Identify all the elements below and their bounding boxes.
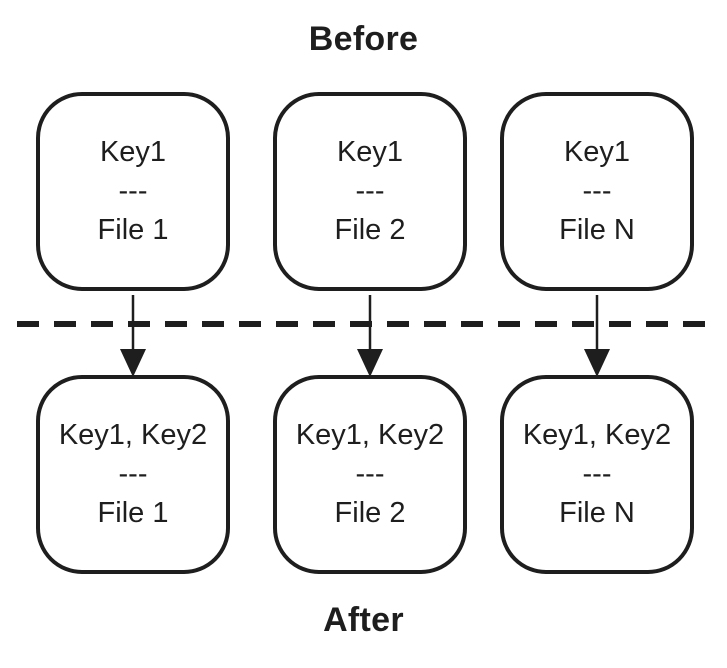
box-keys-label: Key1 <box>336 136 404 168</box>
box-keys-label: Key1 <box>563 136 631 168</box>
box-separator: --- <box>582 175 612 207</box>
before-box-file-1: Key1 --- File 1 <box>36 92 230 291</box>
down-arrow-icon-file-1 <box>120 295 146 377</box>
box-separator: --- <box>582 458 612 490</box>
box-keys-label: Key1, Key2 <box>58 419 208 451</box>
after-box-file-n: Key1, Key2 --- File N <box>500 375 694 574</box>
box-file-label: File 2 <box>334 497 406 529</box>
box-separator: --- <box>118 458 148 490</box>
before-box-file-n: Key1 --- File N <box>500 92 694 291</box>
after-section-title: After <box>323 601 404 639</box>
after-box-file-1: Key1, Key2 --- File 1 <box>36 375 230 574</box>
box-file-label: File N <box>559 214 635 246</box>
before-box-file-2: Key1 --- File 2 <box>273 92 467 291</box>
box-keys-label: Key1, Key2 <box>522 419 672 451</box>
box-separator: --- <box>355 175 385 207</box>
box-file-label: File 2 <box>334 214 406 246</box>
box-separator: --- <box>355 458 385 490</box>
box-file-label: File 1 <box>97 214 169 246</box>
before-section-title: Before <box>308 20 419 58</box>
down-arrow-icon-file-n <box>584 295 610 377</box>
box-file-label: File 1 <box>97 497 169 529</box>
after-box-file-2: Key1, Key2 --- File 2 <box>273 375 467 574</box>
box-file-label: File N <box>559 497 635 529</box>
box-keys-label: Key1, Key2 <box>295 419 445 451</box>
down-arrow-icon-file-2 <box>357 295 383 377</box>
box-separator: --- <box>118 175 148 207</box>
box-keys-label: Key1 <box>99 136 167 168</box>
